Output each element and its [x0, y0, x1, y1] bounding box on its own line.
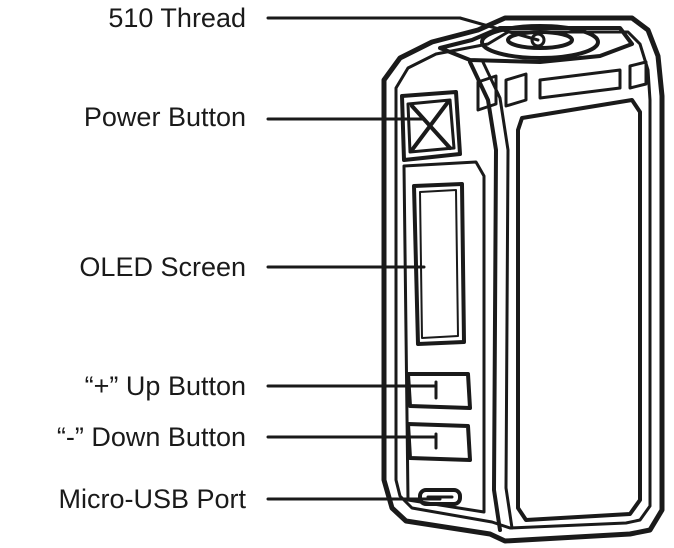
label-510-thread: 510 Thread	[108, 3, 246, 33]
label-oled-screen: OLED Screen	[79, 252, 246, 282]
shoulder-vent-far	[628, 60, 648, 90]
shoulder-vent-mid	[504, 72, 528, 108]
thread-center-icon	[530, 32, 546, 48]
down-button	[406, 422, 472, 462]
oled-screen-inner	[419, 189, 459, 339]
label-down-button: “-” Down Button	[56, 422, 246, 452]
side-ridge-inner	[480, 58, 514, 530]
device-body-outline	[381, 15, 665, 544]
power-button	[400, 90, 462, 162]
thread-ring-outer	[480, 24, 600, 60]
label-power-button: Power Button	[83, 102, 246, 132]
thread-ring-inner	[506, 30, 574, 50]
top-plate	[438, 26, 634, 64]
micro-usb-port	[418, 488, 462, 506]
shoulder-vent-right	[538, 68, 622, 100]
label-up-button: “+” Up Button	[84, 371, 246, 401]
up-button	[406, 372, 472, 410]
device-body-inner-outline	[394, 30, 652, 530]
side-ridge	[468, 60, 502, 532]
label-micro-usb-port: Micro-USB Port	[58, 484, 246, 514]
oled-screen	[412, 182, 466, 346]
side-panel	[516, 98, 642, 522]
